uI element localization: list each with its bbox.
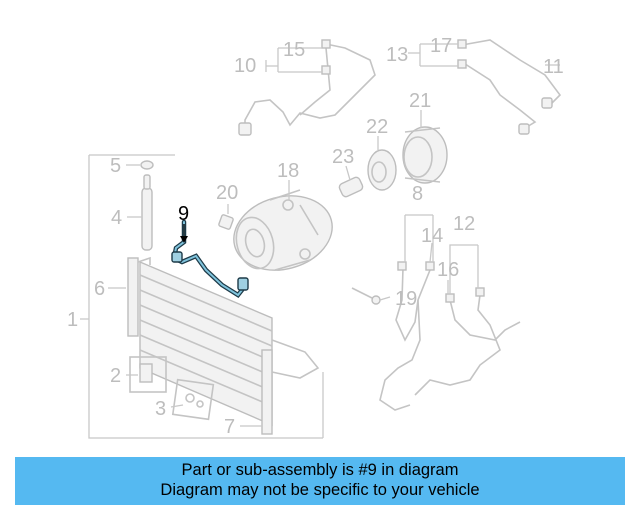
- callout-10: 10: [234, 55, 256, 77]
- hose-12: [414, 287, 521, 396]
- callout-1: 1: [67, 309, 78, 331]
- parts-diagram: 1 2 3 4 5 6 7 8 9 10 11 12 13 14 15 16 1…: [67, 35, 564, 439]
- part-20: [218, 214, 234, 230]
- condenser: [127, 256, 320, 435]
- clutch-coil: [338, 176, 364, 198]
- callout-19: 19: [395, 288, 417, 310]
- callout-9: 9: [178, 203, 189, 225]
- callout-2: 2: [110, 365, 121, 387]
- banner-line-part: Part or sub-assembly is #9 in diagram: [181, 461, 459, 479]
- callout-3: 3: [155, 398, 166, 420]
- callout-12: 12: [453, 213, 475, 235]
- callout-13: 13: [386, 44, 408, 66]
- clutch-pulley: [402, 126, 448, 184]
- callout-4: 4: [111, 207, 122, 229]
- bracket-3: [171, 378, 215, 421]
- callout-15: 15: [283, 39, 305, 61]
- receiver-drier: [140, 160, 154, 251]
- hose-11: [457, 39, 562, 135]
- callout-6: 6: [94, 278, 105, 300]
- info-banner: Part or sub-assembly is #9 in diagram Di…: [15, 457, 625, 505]
- condenser-frame: [88, 154, 324, 439]
- banner-line-disclaimer: Diagram may not be specific to your vehi…: [160, 481, 480, 499]
- callout-11: 11: [543, 56, 564, 78]
- clutch-hub: [367, 149, 397, 191]
- hose-8: [379, 261, 435, 411]
- callout-22: 22: [366, 116, 388, 138]
- callout-20: 20: [216, 182, 238, 204]
- hose-10: [238, 39, 376, 136]
- callout-18: 18: [277, 160, 299, 182]
- callout-5: 5: [110, 155, 121, 177]
- highlighted-hose-9: [171, 219, 249, 298]
- callout-7: 7: [224, 416, 235, 438]
- callout-21: 21: [409, 90, 431, 112]
- callout-23: 23: [332, 146, 354, 168]
- callout-8: 8: [412, 183, 423, 205]
- bolt-19: [351, 287, 381, 305]
- callout-14: 14: [421, 225, 443, 247]
- compressor: [233, 189, 333, 271]
- leader-lines: [80, 43, 560, 427]
- callout-16: 16: [437, 259, 459, 281]
- callout-17: 17: [430, 35, 452, 57]
